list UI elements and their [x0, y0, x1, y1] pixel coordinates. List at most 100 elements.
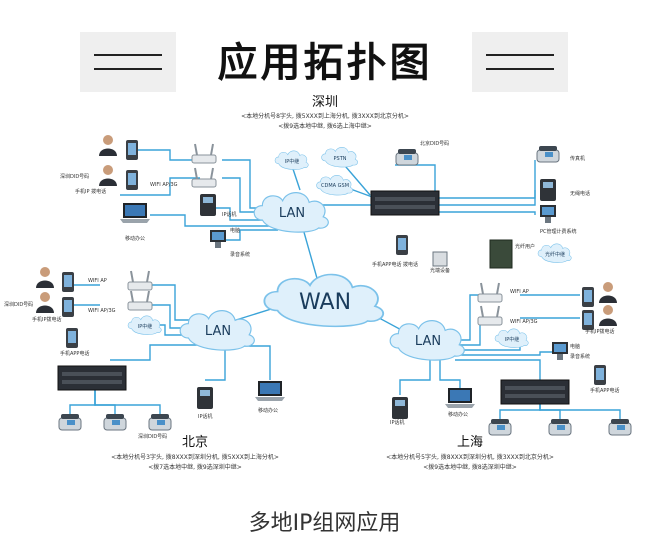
device-label: IP话机: [390, 419, 405, 426]
fiber-trunk-label: 光纤中继: [545, 251, 565, 258]
device-label: 手机APP电话 拨电话: [372, 261, 418, 268]
user-icon: [36, 292, 54, 313]
lan-label: LAN: [279, 206, 305, 221]
router-icon: [191, 143, 217, 164]
device-label: 手机IP拨电话: [585, 328, 615, 335]
site-desc-beijing-1: <本地分机号3字头, 拨8XXX到深圳分机, 拨5XXX到上海分机>: [111, 453, 279, 461]
footer-caption: 多地IP组网应用: [248, 511, 401, 536]
site-name-shanghai: 上海: [457, 435, 483, 450]
site-desc-shanghai-1: <本地分机号5字头, 拨8XXX到深圳分机, 拨3XXX到北京分机>: [386, 453, 554, 461]
user-icon: [99, 135, 117, 156]
pbx-shenzhen: [370, 190, 440, 216]
device-label: WIFI AP: [510, 289, 529, 295]
laptop-icon: [255, 381, 285, 401]
ip-trunk-label: IP中继: [138, 323, 153, 330]
device-label: 移动办公: [448, 411, 468, 418]
ip-trunk-cloud-shenzhen: IP中继: [274, 150, 309, 170]
lan-label: LAN: [205, 324, 231, 339]
device-label: 深圳DID号码: [60, 173, 89, 180]
device-label: WIFI AP/3G: [150, 182, 178, 188]
cdma-label: CDMA GSM: [321, 183, 349, 189]
device-label: IP话机: [222, 211, 237, 218]
device-label: 北京DID号码: [420, 140, 449, 147]
cordless-phone-icon: [540, 179, 556, 201]
device-label: WIFI AP/3G: [88, 308, 116, 314]
device-label: 无绳电话: [570, 190, 590, 197]
device-label: WIFI AP/3G: [510, 319, 538, 325]
device-label: 移动办公: [125, 235, 145, 242]
user-icon: [599, 305, 617, 326]
user-icon: [599, 282, 617, 303]
user-icon: [36, 267, 54, 288]
device-label: WIFI AP: [88, 278, 107, 284]
ip-trunk-cloud-beijing: IP中继: [127, 315, 162, 335]
device-label: 移动办公: [258, 407, 278, 414]
pbx-shanghai: [500, 379, 570, 405]
ip-phone-icon: [392, 397, 408, 419]
shenzhen-devices: [99, 135, 560, 269]
mobile-icon: [594, 365, 606, 385]
fiber-trunk-cloud: 光纤中继: [537, 243, 572, 263]
site-name-beijing: 北京: [182, 435, 208, 450]
phone-icon: [103, 413, 127, 431]
device-label: 光端设备: [430, 267, 450, 274]
lan-label: LAN: [415, 334, 441, 349]
cdma-cloud: CDMA GSM: [316, 174, 353, 196]
decor-line: [94, 68, 162, 70]
fiber-box-icon: [489, 239, 513, 269]
mobile-icon: [62, 272, 74, 292]
mobile-icon: [126, 140, 138, 160]
device-labels: 深圳DID号码 手机IP 拨电话 WIFI AP/3G IP话机 移动办公 电脑…: [4, 140, 619, 440]
header-decor-right: [472, 32, 568, 92]
fiber-device-icon: [432, 251, 448, 267]
pstn-label: PSTN: [334, 156, 347, 162]
pc-icon: [210, 230, 226, 248]
mobile-icon: [62, 297, 74, 317]
decor-line: [94, 54, 162, 56]
site-desc-shanghai-2: <拨9选本地中继, 拨8选深圳中继>: [423, 463, 517, 471]
device-label: PC管理计费系统: [540, 228, 577, 235]
ip-trunk-cloud-shanghai: IP中继: [494, 328, 529, 348]
fax-icon: [536, 145, 560, 163]
device-label: 手机APP电话: [60, 350, 89, 357]
mobile-icon: [396, 235, 408, 255]
router-icon: [127, 270, 153, 291]
site-desc-shenzhen-1: <本地分机号8字头, 拨5XXX到上海分机, 拨3XXX到北京分机>: [241, 112, 409, 120]
site-desc-shenzhen-2: <拨9选本地中继, 拨6选上海中继>: [278, 122, 372, 130]
lan-cloud-beijing: LAN: [179, 309, 255, 351]
device-label: 录音系统: [230, 251, 250, 258]
device-label: 电脑: [230, 227, 240, 234]
device-label: 光纤用户: [515, 243, 535, 250]
device-label: 手机IP拨电话: [32, 316, 62, 323]
site-desc-beijing-2: <拨7选本地中继, 拨9选深圳中继>: [148, 463, 242, 471]
device-label: 手机APP电话: [590, 387, 619, 394]
ip-phone-icon: [197, 387, 213, 409]
device-label: 电脑: [570, 343, 580, 350]
wan-label: WAN: [299, 290, 351, 315]
device-label: 深圳DID号码: [4, 301, 33, 308]
user-icon: [99, 165, 117, 186]
page-title: 应用拓扑图: [217, 40, 433, 86]
decor-line: [486, 68, 554, 70]
decor-line: [486, 54, 554, 56]
site-name-shenzhen: 深圳: [312, 95, 338, 110]
device-label: 传真机: [570, 155, 585, 162]
ip-trunk-label: IP中继: [285, 158, 300, 165]
lan-cloud-shenzhen: LAN: [253, 191, 329, 233]
device-label: IP话机: [198, 413, 213, 420]
ip-phone-icon: [200, 194, 216, 216]
mobile-icon: [582, 310, 594, 330]
device-label: 深圳DID号码: [138, 433, 167, 440]
router-icon: [127, 290, 153, 311]
mobile-icon: [126, 170, 138, 190]
phone-icon: [548, 418, 572, 436]
phone-icon: [488, 418, 512, 436]
router-icon: [477, 305, 503, 326]
device-label: 录音系统: [570, 353, 590, 360]
laptop-icon: [445, 388, 475, 408]
phone-icon: [58, 413, 82, 431]
ip-trunk-label: IP中继: [505, 336, 520, 343]
phone-icon: [148, 413, 172, 431]
mobile-icon: [582, 287, 594, 307]
